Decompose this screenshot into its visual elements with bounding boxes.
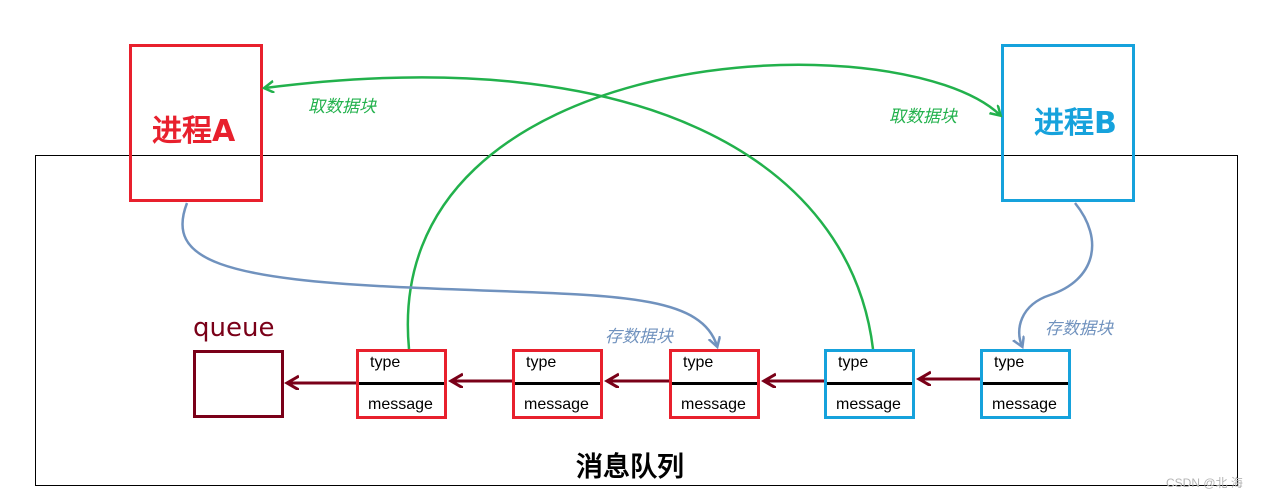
- process-b-label: 进程B: [1034, 106, 1117, 141]
- queue-label: queue: [193, 313, 275, 343]
- message-body-label: message: [992, 396, 1057, 413]
- process-b-box: [1001, 44, 1135, 202]
- take-arrow-b: [406, 63, 1000, 350]
- message-type-label: type: [994, 354, 1025, 371]
- message-type-label: type: [526, 354, 557, 371]
- message-divider: [515, 382, 600, 385]
- store-arrow-a: [181, 202, 717, 346]
- message-body-label: message: [836, 396, 901, 413]
- message-type-label: type: [683, 354, 714, 371]
- watermark: CSDN @北 海: [1166, 476, 1243, 490]
- take-label-b: 取数据块: [889, 107, 957, 127]
- store-label-b: 存数据块: [1045, 319, 1113, 339]
- store-arrow-b: [1019, 202, 1094, 346]
- message-node-2: type message: [512, 349, 603, 419]
- take-arrow-a: [265, 76, 875, 350]
- queue-title: 消息队列: [576, 452, 684, 483]
- store-label-a: 存数据块: [605, 327, 673, 347]
- queue-head-box: [193, 350, 284, 418]
- message-divider: [359, 382, 444, 385]
- process-a-box: [129, 44, 263, 202]
- process-a-label: 进程A: [152, 114, 236, 149]
- message-body-label: message: [368, 396, 433, 413]
- message-body-label: message: [524, 396, 589, 413]
- message-divider: [672, 382, 757, 385]
- message-node-3: type message: [669, 349, 760, 419]
- message-node-1: type message: [356, 349, 447, 419]
- message-node-5: type message: [980, 349, 1071, 419]
- take-label-a: 取数据块: [308, 97, 376, 117]
- message-divider: [827, 382, 912, 385]
- message-node-4: type message: [824, 349, 915, 419]
- message-body-label: message: [681, 396, 746, 413]
- message-type-label: type: [838, 354, 869, 371]
- message-queue-frame: [35, 155, 1238, 486]
- message-type-label: type: [370, 354, 401, 371]
- message-divider: [983, 382, 1068, 385]
